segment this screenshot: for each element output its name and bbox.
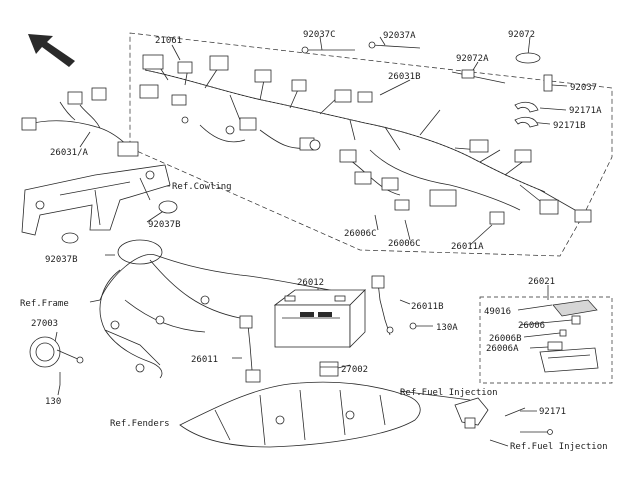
label-26012: 26012	[297, 278, 324, 288]
label-92037a: 92037A	[383, 31, 416, 41]
label-27002: 27002	[341, 365, 368, 375]
label-130: 130	[45, 397, 61, 407]
relay	[319, 361, 339, 377]
label-26011a: 26011A	[451, 242, 484, 252]
label-26006b: 26006B	[489, 334, 522, 344]
label-21061: 21061	[155, 36, 182, 46]
label-92072: 92072	[508, 30, 535, 40]
rear-fender	[179, 381, 421, 448]
label-92171a: 92171A	[569, 106, 602, 116]
label-26011: 26011	[191, 355, 218, 365]
label-92037c: 92037C	[303, 30, 336, 40]
label-92037: 92037	[570, 83, 597, 93]
label-26021: 26021	[528, 277, 555, 287]
label-26006a: 26006A	[486, 344, 519, 354]
fuel-injection-sensor	[454, 397, 553, 435]
label-26006c-right: 26006C	[388, 239, 421, 249]
label-ref-fenders: Ref.Fenders	[110, 419, 170, 429]
battery	[273, 289, 366, 348]
label-27003: 27003	[31, 319, 58, 329]
label-92037b-lower: 92037B	[45, 255, 78, 265]
label-26006: 26006	[518, 321, 545, 331]
label-ref-fuel-injection-lower: Ref.Fuel Injection	[510, 442, 608, 452]
label-92171: 92171	[539, 407, 566, 417]
part-labels: 21061 92037C 92037A 92072 92072A 26031B …	[20, 30, 608, 452]
harness-clips	[301, 41, 553, 128]
label-ref-fuel-injection-upper: Ref.Fuel Injection	[400, 388, 498, 398]
front-arrow-icon	[28, 34, 75, 67]
harness-group-outline	[129, 32, 613, 257]
label-26006c-left: 26006C	[344, 229, 377, 239]
label-26011b: 26011B	[411, 302, 444, 312]
label-ref-cowling: Ref.Cowling	[172, 182, 232, 192]
cowling-bracket	[21, 164, 178, 244]
label-49016: 49016	[484, 307, 511, 317]
label-92072a: 92072A	[456, 54, 489, 64]
sub-harness-26031a	[21, 87, 139, 157]
label-92037b-upper: 92037B	[148, 220, 181, 230]
label-130a: 130A	[436, 323, 458, 333]
horn	[29, 336, 84, 385]
battery-cable-negative	[239, 315, 261, 383]
label-26031a: 26031/A	[50, 148, 89, 158]
label-26031b: 26031B	[388, 72, 421, 82]
battery-cable-positive	[371, 275, 417, 336]
main-wiring-harness	[139, 54, 592, 225]
ecu-group	[479, 296, 613, 384]
leader-lines	[54, 36, 573, 447]
label-ref-frame: Ref.Frame	[20, 299, 69, 309]
label-92171b: 92171B	[553, 121, 586, 131]
